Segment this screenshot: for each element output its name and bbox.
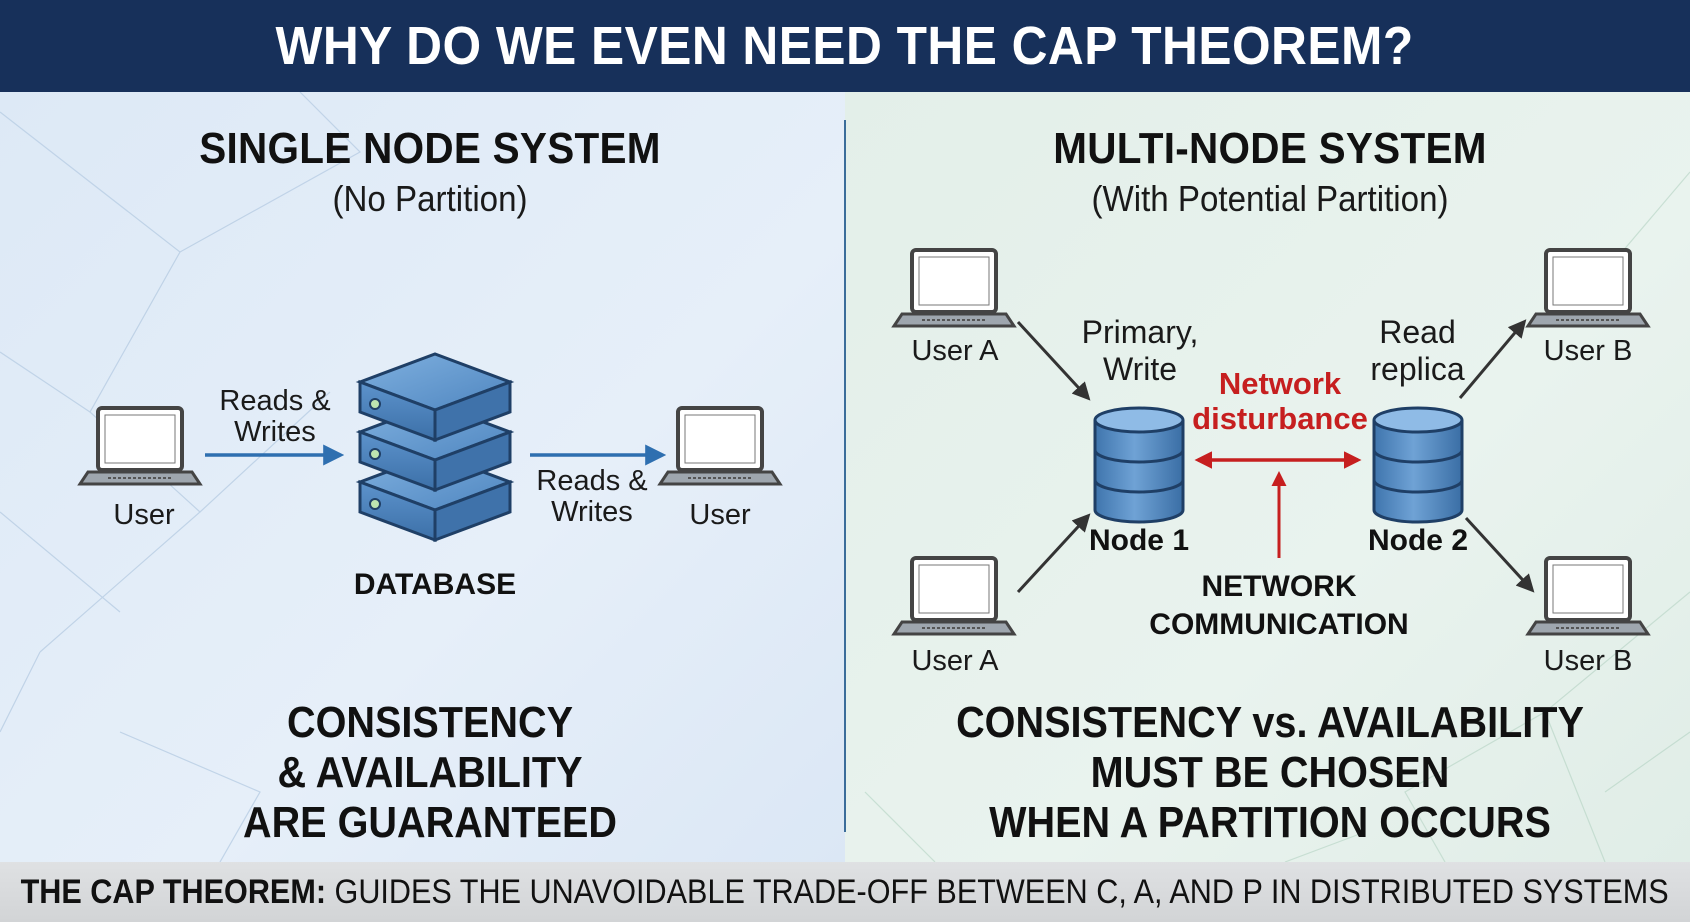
user-b-top-label: User B (1543, 335, 1633, 367)
database-label: DATABASE (353, 568, 517, 601)
header-banner: WHY DO WE EVEN NEED THE CAP THEOREM? (0, 0, 1690, 92)
node-1-label: Node 1 (1088, 524, 1190, 557)
node-2-label: Node 2 (1367, 524, 1469, 557)
footer-strong-text: THE CAP THEOREM: (20, 872, 327, 911)
user-a-bottom-label: User A (911, 645, 999, 677)
footer-body-text: GUIDES THE UNAVOIDABLE TRADE-OFF BETWEEN… (326, 872, 1670, 911)
footer-text: THE CAP THEOREM: GUIDES THE UNAVOIDABLE … (21, 873, 1669, 912)
multi-node-conclusion: CONSISTENCY vs. AVAILABILITY MUST BE CHO… (956, 698, 1584, 847)
footer-banner: THE CAP THEOREM: GUIDES THE UNAVOIDABLE … (0, 862, 1690, 922)
network-disturbance-label: Network disturbance (1192, 366, 1368, 436)
panel-divider (844, 120, 846, 832)
multi-node-panel (845, 92, 1690, 862)
single-node-conclusion: CONSISTENCY & AVAILABILITY ARE GUARANTEE… (242, 698, 618, 847)
user-label-right: User (689, 499, 751, 531)
network-communication-label: NETWORK COMMUNICATION (1149, 570, 1409, 641)
user-a-top-label: User A (911, 335, 999, 367)
primary-write-label: Primary, Write (1081, 314, 1199, 387)
read-replica-label: Read replica (1370, 314, 1465, 387)
reads-writes-label-in: Reads & Writes (219, 385, 331, 448)
user-b-bottom-label: User B (1543, 645, 1633, 677)
single-node-subtitle: (No Partition) (332, 178, 528, 219)
multi-node-title: MULTI-NODE SYSTEM (1053, 124, 1487, 173)
reads-writes-label-out: Reads & Writes (536, 465, 648, 528)
single-node-title: SINGLE NODE SYSTEM (199, 124, 661, 173)
multi-node-subtitle: (With Potential Partition) (1091, 178, 1449, 219)
page-title: WHY DO WE EVEN NEED THE CAP THEOREM? (275, 16, 1415, 76)
user-label-left: User (113, 499, 175, 531)
